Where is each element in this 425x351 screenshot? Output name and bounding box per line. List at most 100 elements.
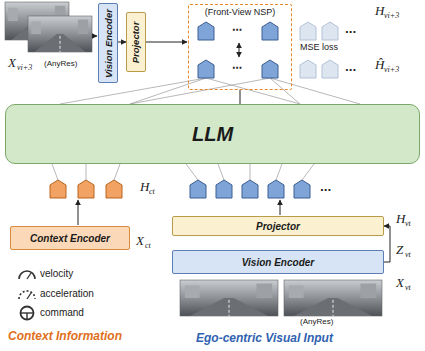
box-label: Context Encoder	[30, 233, 110, 244]
road	[294, 298, 372, 316]
math-symbol: H	[375, 4, 384, 18]
lane-marking	[60, 36, 61, 52]
annotation: acceleration	[40, 288, 94, 299]
encoder-box: Vision Encoder	[98, 3, 118, 83]
building	[8, 8, 18, 21]
steering-wheel-icon	[21, 307, 34, 320]
visual-token	[294, 180, 310, 198]
encoder-box: Context Encoder	[10, 226, 130, 250]
acceleration-needle	[27, 293, 31, 299]
connector	[240, 90, 241, 104]
math-symbol: X	[136, 234, 144, 248]
camera-image	[284, 280, 382, 316]
attention-line	[186, 164, 198, 180]
prediction-group: (Front-View NSP)	[188, 4, 292, 90]
attention-line	[206, 78, 300, 104]
attention-line	[52, 164, 58, 180]
ellipsis: ...	[320, 182, 331, 193]
attention-line	[276, 164, 282, 180]
speedometer-needle	[27, 273, 31, 279]
math-symbol: H	[140, 180, 149, 194]
math-symbol: X	[8, 56, 16, 70]
subscript: vi+3	[384, 66, 399, 75]
speedometer-icon	[19, 271, 35, 279]
subscript: vt	[405, 220, 411, 229]
math-symbol: Ĥ	[375, 58, 384, 72]
building	[185, 285, 200, 298]
ellipsis: ...	[345, 24, 356, 35]
input-arrow	[92, 36, 97, 37]
connector	[118, 42, 126, 43]
ellipsis: ⋯	[232, 62, 242, 73]
context-arrow	[78, 200, 79, 225]
attention-line	[86, 164, 87, 180]
acceleration-icon	[19, 291, 35, 299]
camera-image	[180, 280, 278, 316]
visual-token	[198, 60, 214, 78]
attention-line	[302, 164, 314, 180]
box-label: LLM	[192, 123, 233, 146]
annotation: (AnyRes)	[44, 60, 77, 69]
prediction-arrow	[239, 43, 240, 57]
annotation: velocity	[40, 268, 73, 279]
box-label: Vision Encoder	[103, 9, 114, 78]
projection-arrow	[146, 42, 187, 43]
math-symbol: X	[396, 276, 404, 290]
annotation: MSE loss	[300, 43, 338, 53]
attention-line	[270, 78, 360, 104]
projector-box: Projector	[126, 12, 146, 72]
visual-token	[190, 180, 206, 198]
context-token	[106, 180, 122, 198]
annotation: (AnyRes)	[300, 318, 333, 327]
building	[78, 20, 88, 34]
subscript: vt	[405, 284, 411, 293]
llm-box: LLM	[5, 104, 420, 164]
visual-token	[268, 180, 284, 198]
math-symbol: H	[396, 212, 405, 226]
predicted-token	[300, 60, 316, 78]
ellipsis: ⋯	[232, 24, 242, 35]
subscript: vt	[405, 251, 411, 260]
visual-token	[262, 22, 278, 40]
attention-line	[130, 78, 270, 104]
building	[360, 284, 376, 298]
predicted-token	[322, 60, 338, 78]
attention-line	[130, 78, 206, 104]
attention-line	[218, 164, 224, 180]
ellipsis: ...	[345, 62, 356, 73]
visual-token	[242, 180, 258, 198]
target-token	[322, 22, 338, 40]
building	[31, 21, 41, 34]
annotation: command	[40, 307, 84, 318]
subscript: vi+3	[17, 64, 32, 73]
box-label: Projector	[131, 21, 142, 63]
group-heading: (Front-View NSP)	[205, 7, 275, 17]
lane-marking	[229, 300, 230, 316]
section-caption: Ego-centric Visual Input	[196, 332, 333, 345]
camera-image	[28, 16, 92, 52]
attention-line	[114, 164, 120, 180]
visual-token	[216, 180, 232, 198]
token-arrow	[280, 200, 281, 215]
context-token	[50, 180, 66, 198]
attention-line	[60, 78, 206, 104]
target-token	[300, 22, 316, 40]
visual-token	[198, 22, 214, 40]
road	[190, 298, 268, 316]
encoder-box: Vision Encoder	[172, 250, 384, 274]
lane-marking	[333, 300, 334, 316]
subscript: ct	[149, 188, 155, 197]
subscript: ct	[145, 242, 151, 251]
attention-line	[250, 164, 251, 180]
visual-token	[262, 60, 278, 78]
math-symbol: Z	[396, 243, 403, 257]
box-label: Vision Encoder	[242, 257, 314, 268]
section-caption: Context Information	[8, 330, 122, 343]
projector-box: Projector	[172, 216, 384, 236]
subscript: vi+3	[384, 12, 399, 21]
context-token	[78, 180, 94, 198]
building	[256, 284, 272, 298]
box-label: Projector	[256, 221, 300, 232]
steering-spoke	[26, 313, 27, 320]
